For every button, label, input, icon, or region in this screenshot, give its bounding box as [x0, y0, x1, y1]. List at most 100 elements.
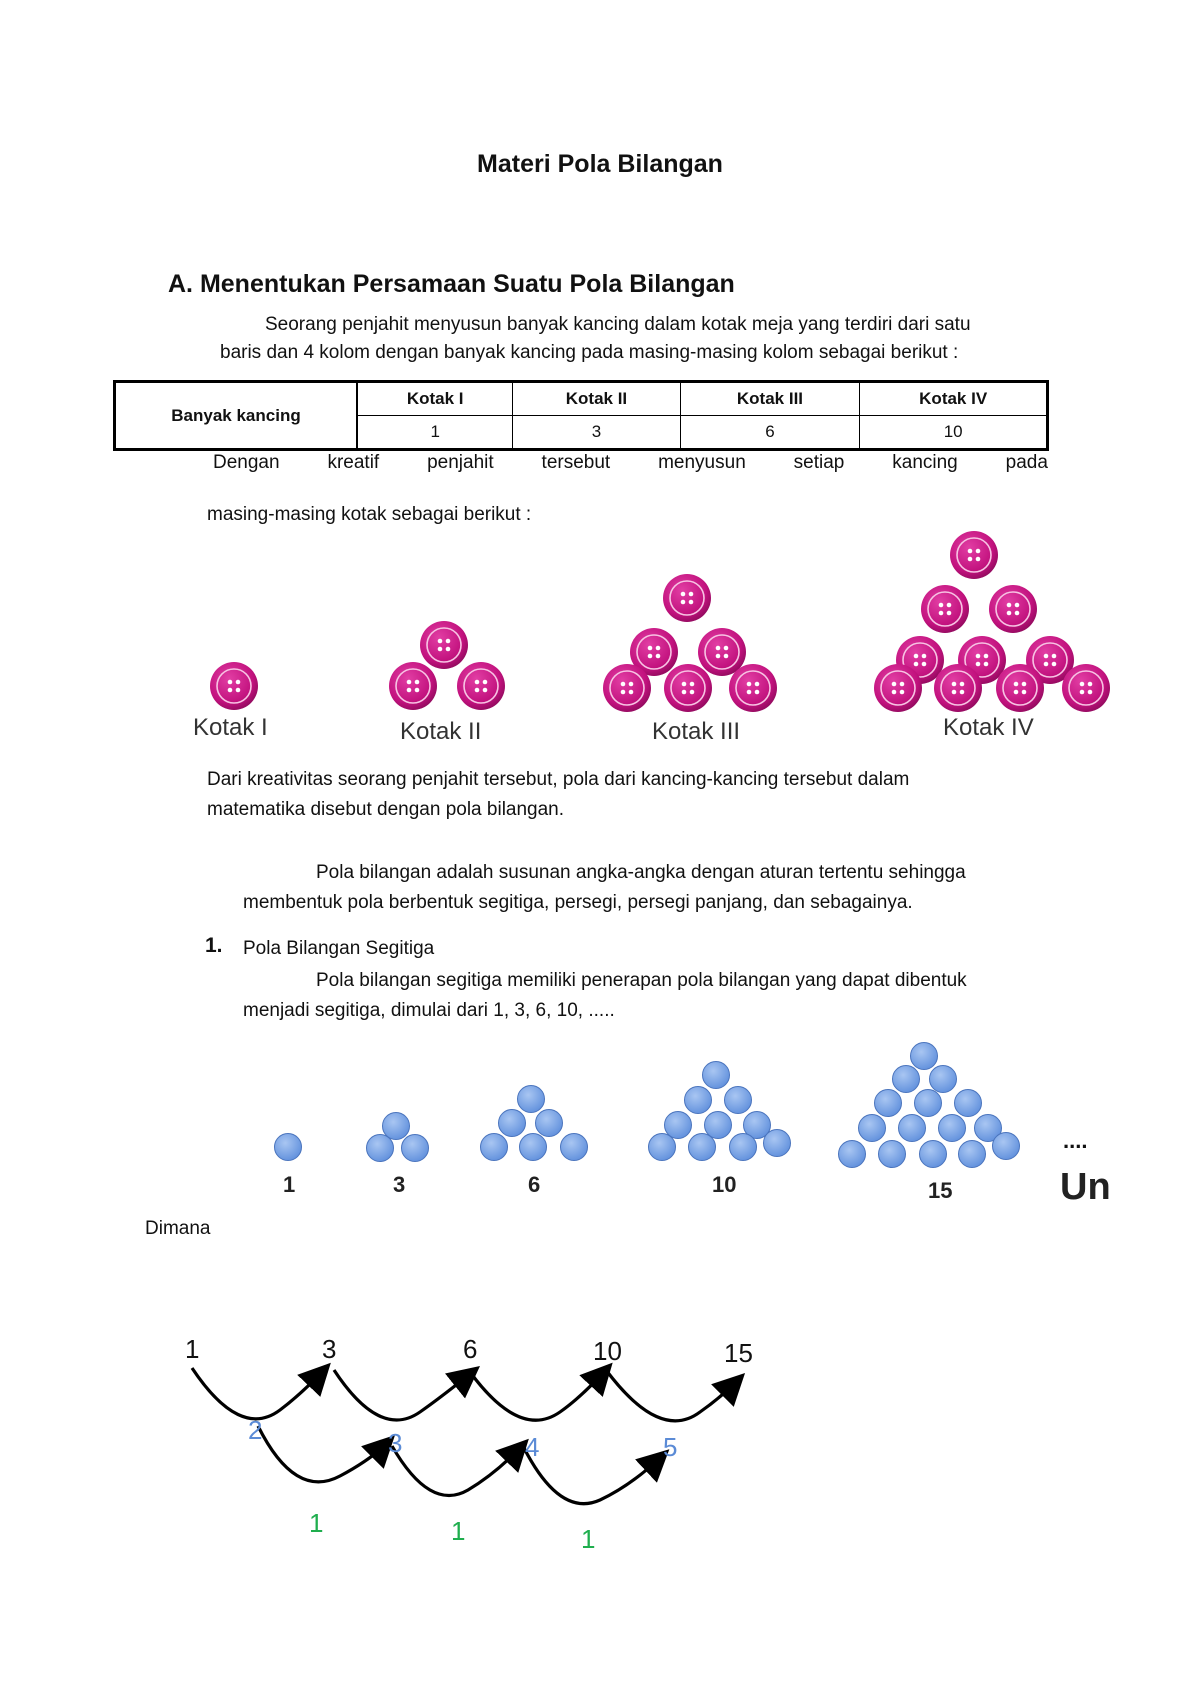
dot-icon [401, 1134, 429, 1162]
word: Dengan [213, 452, 280, 473]
item-heading: Pola Bilangan Segitiga [243, 938, 435, 959]
dot-icon [517, 1085, 545, 1113]
intro-line-2: baris dan 4 kolom dengan banyak kancing … [220, 342, 959, 363]
button-icon [988, 584, 1038, 634]
button-icon [456, 661, 506, 711]
dot-icon [954, 1089, 982, 1117]
dot-icon [992, 1132, 1020, 1160]
dots-label: 10 [712, 1172, 737, 1197]
justified-line: Dengan kreatif penjahit tersebut menyusu… [213, 452, 1048, 474]
after-table-line-2: masing-masing kotak sebagai berikut : [207, 504, 532, 525]
dot-icon [274, 1133, 302, 1161]
kreativitas-line-1: Dari kreativitas seorang penjahit terseb… [207, 769, 910, 790]
arc-arrow [522, 1447, 670, 1506]
table-cell: 10 [859, 415, 1048, 450]
button-icon [602, 663, 652, 713]
button-icon [662, 573, 712, 623]
dot-icon [919, 1140, 947, 1168]
arc-arrow [390, 1438, 529, 1498]
definition-line-2: membentuk pola berbentuk segitiga, perse… [243, 892, 913, 913]
kotak-label: Kotak I [193, 714, 268, 741]
kotak-label: Kotak II [400, 718, 482, 745]
table-row-header: Banyak kancing [113, 380, 358, 451]
dot-icon [763, 1129, 791, 1157]
dot-icon [664, 1111, 692, 1139]
button-icon [388, 661, 438, 711]
button-icon [663, 663, 713, 713]
dimana-label: Dimana [145, 1218, 211, 1239]
difference-number: 5 [663, 1432, 678, 1462]
button-icon [933, 663, 983, 713]
dot-icon [366, 1134, 394, 1162]
dot-icon [914, 1089, 942, 1117]
word: kancing [892, 452, 958, 473]
dot-icon [480, 1133, 508, 1161]
dot-icon [929, 1065, 957, 1093]
button-icon [920, 584, 970, 634]
kreativitas-line-2: matematika disebut dengan pola bilangan. [207, 799, 565, 820]
dots-label: 3 [393, 1172, 406, 1197]
dot-icon [724, 1086, 752, 1114]
dot-icon [938, 1114, 966, 1142]
arc-arrow [332, 1366, 480, 1422]
arc-arrow [604, 1369, 746, 1423]
dots-label: 1 [283, 1172, 296, 1197]
dot-icon [958, 1140, 986, 1168]
sequence-number: 15 [724, 1338, 753, 1368]
button-icon [209, 661, 259, 711]
dot-icon [684, 1086, 712, 1114]
definition-line-1: Pola bilangan adalah susunan angka-angka… [316, 862, 966, 883]
arc-diagram [190, 1362, 746, 1506]
dot-icon [704, 1111, 732, 1139]
button-icon [419, 620, 469, 670]
sequence-number: 6 [463, 1334, 478, 1364]
dot-icon [560, 1133, 588, 1161]
button-icon [873, 663, 923, 713]
table-col-header: Kotak IV [859, 381, 1048, 416]
kotak-label: Kotak III [652, 718, 741, 745]
table-cell: 1 [356, 415, 514, 450]
dot-icon [382, 1112, 410, 1140]
arc-arrow [468, 1362, 613, 1422]
dot-icon [729, 1133, 757, 1161]
arc-arrow [256, 1425, 396, 1484]
word: kreatif [327, 452, 380, 473]
word: penjahit [427, 452, 494, 473]
sequence-number: 10 [593, 1336, 622, 1366]
table-col-header: Kotak II [512, 381, 681, 416]
word: setiap [793, 452, 845, 473]
dot-icon [702, 1061, 730, 1089]
page-title: Materi Pola Bilangan [477, 150, 723, 178]
dots-label: 15 [928, 1178, 953, 1203]
difference-number: 4 [525, 1432, 540, 1462]
dot-icon [648, 1133, 676, 1161]
button-icon [949, 530, 999, 580]
section-a-heading: A. Menentukan Persamaan Suatu Pola Bilan… [168, 270, 735, 298]
un-label: Un [1060, 1166, 1111, 1208]
table-cell: 3 [512, 415, 681, 450]
dots-label: 6 [528, 1172, 541, 1197]
kotak-label: Kotak IV [943, 714, 1034, 741]
button-icon [995, 663, 1045, 713]
dot-icon [498, 1109, 526, 1137]
ellipsis: .... [1063, 1128, 1088, 1153]
dot-icon [519, 1133, 547, 1161]
second-difference: 1 [451, 1516, 466, 1546]
dot-icon [874, 1089, 902, 1117]
item-number: 1. [205, 934, 223, 957]
difference-number: 2 [248, 1415, 263, 1445]
word: tersebut [541, 452, 611, 473]
sequence-number: 1 [185, 1334, 200, 1364]
arc-arrow [190, 1362, 331, 1421]
dot-icon [535, 1109, 563, 1137]
kancing-table: Banyak kancing Kotak I Kotak II Kotak II… [113, 380, 1049, 451]
dot-icon [858, 1114, 886, 1142]
dot-icon [878, 1140, 906, 1168]
intro-line-1: Seorang penjahit menyusun banyak kancing… [265, 314, 971, 335]
button-icon [1061, 663, 1111, 713]
second-difference: 1 [581, 1524, 596, 1554]
dot-icon [688, 1133, 716, 1161]
dot-icon [910, 1042, 938, 1070]
button-icon [728, 663, 778, 713]
word: menyusun [658, 452, 746, 473]
